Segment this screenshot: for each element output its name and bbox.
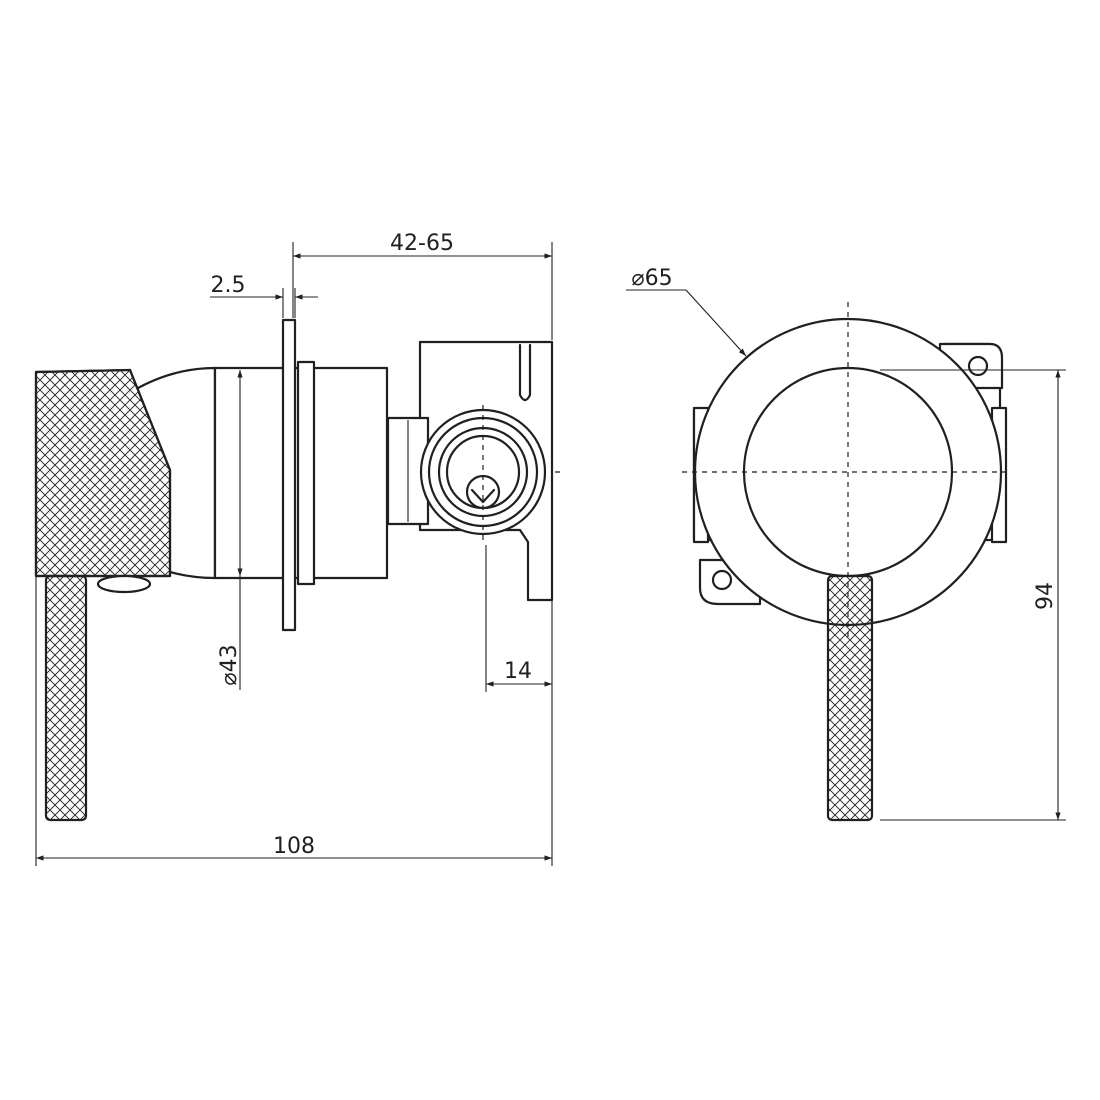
bracket-hole-bottom: [711, 569, 733, 591]
dim-14-label: 14: [504, 659, 532, 684]
lever-pivot: [96, 574, 152, 594]
knob-outline: [34, 368, 172, 578]
cartridge-screw: [465, 474, 501, 510]
dim-65-label: ⌀65: [631, 266, 672, 291]
side-dimensions: 42-65 2.5 ⌀43 14 108: [35, 231, 553, 866]
dim-65-leader: [685, 289, 747, 357]
front-view: [682, 302, 1012, 822]
front-lever-knurl: [828, 576, 872, 820]
dim-2-5-label: 2.5: [211, 273, 246, 298]
dim-108-label: 108: [273, 834, 315, 859]
valve-bracket-slot: [518, 343, 532, 402]
lever-handle: [44, 574, 88, 822]
bracket-hole-top: [967, 355, 989, 377]
lever-handle-knurl: [46, 576, 86, 820]
dim-43-label: ⌀43: [217, 644, 242, 685]
front-dimensions: ⌀65 94: [626, 266, 1066, 821]
front-lever: [826, 574, 874, 822]
wall-plate: [281, 318, 297, 632]
screw-slot: [470, 488, 496, 504]
dim-42-65-label: 42-65: [390, 231, 454, 256]
dim-94-label: 94: [1033, 582, 1058, 610]
body-collar: [296, 360, 316, 586]
knob-knurl: [36, 370, 170, 576]
side-view: [34, 318, 565, 822]
